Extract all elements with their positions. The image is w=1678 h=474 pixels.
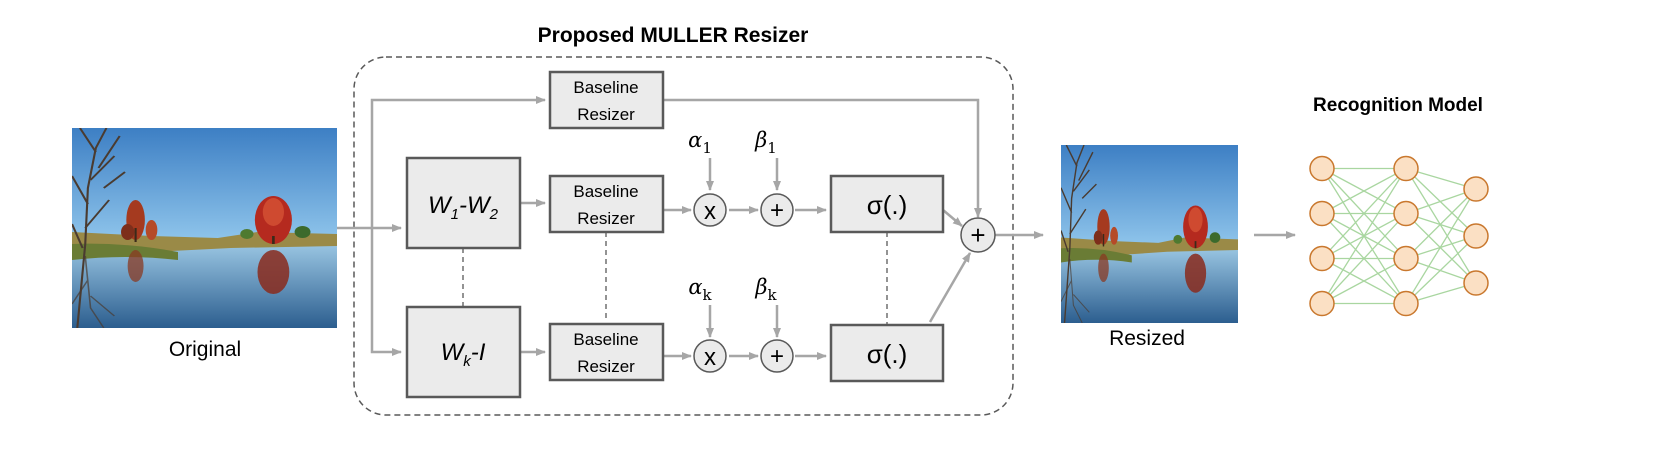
baseline-resizer-mid-line2: Resizer [577, 209, 635, 228]
multiply-top-symbol: x [704, 198, 716, 225]
connections [337, 96, 1296, 360]
beta-k-symbol: β [754, 275, 767, 299]
sum-symbol: + [970, 220, 985, 250]
filter-wk-i-sub: k [463, 353, 472, 370]
add-node-bot: + [760, 339, 794, 373]
alpha-k-symbol: α [688, 275, 702, 299]
alpha-k-label: αk [688, 275, 712, 304]
alpha-1-label: α1 [688, 128, 712, 157]
baseline-resizer-bot: Baseline Resizer [548, 322, 665, 382]
sigma-bot-label: σ(.) [867, 339, 908, 369]
network-node [1309, 245, 1335, 272]
sigma-top-label: σ(.) [867, 190, 908, 220]
network-node [1309, 200, 1335, 227]
resized-image [1061, 145, 1238, 323]
repetition-links [462, 232, 888, 325]
add-bot-symbol: + [770, 343, 784, 370]
filter-wk-i-dash: -I [471, 339, 486, 366]
beta-1-label: β1 [754, 128, 777, 157]
sigma-box-bot: σ(.) [829, 323, 945, 383]
sum-node: + [960, 217, 996, 253]
network-node [1393, 200, 1419, 227]
network-edge [1321, 213, 1407, 304]
network-edge [1405, 213, 1477, 284]
network-node [1309, 155, 1335, 182]
alpha-1-sub: 1 [702, 139, 712, 157]
network-edge [1321, 168, 1407, 304]
network-edge [1405, 168, 1477, 284]
network-node [1393, 155, 1419, 182]
multiply-bot-symbol: x [704, 344, 716, 371]
resized-label: Resized [1109, 327, 1185, 350]
baseline-resizer-top-line1: Baseline [573, 78, 638, 97]
recognition-model-title: Recognition Model [1313, 95, 1483, 116]
network-edge [1405, 188, 1477, 304]
filter-w1-w2-sub1: 1 [451, 206, 459, 223]
network-edge [1321, 257, 1407, 305]
filter-w1-w2-dash: -W [459, 192, 492, 219]
beta-k-sub: k [768, 286, 778, 304]
multiply-node-top: x [693, 193, 727, 227]
baseline-resizer-bot-line2: Resizer [577, 357, 635, 376]
sigma-box-top: σ(.) [829, 174, 945, 234]
network-node [1463, 223, 1489, 249]
original-label: Original [169, 338, 241, 361]
add-node-top: + [760, 193, 794, 227]
baseline-resizer-mid-line1: Baseline [573, 182, 638, 201]
network-edge [1405, 188, 1477, 259]
baseline-resizer-top: Baseline Resizer [548, 70, 665, 130]
multiply-node-bot: x [693, 339, 727, 373]
network-edge [1321, 167, 1407, 215]
filter-wk-i: Wk-I [405, 305, 522, 399]
filter-w1-w2-w: W [428, 192, 453, 219]
add-top-symbol: + [770, 197, 784, 224]
svg-text:Wk-I: Wk-I [441, 339, 486, 370]
beta-k-label: βk [754, 275, 777, 304]
network-node [1393, 245, 1419, 272]
filter-w1-w2: W1-W2 [405, 156, 522, 250]
network-edge [1405, 168, 1477, 237]
filter-w1-w2-sub2: 2 [489, 206, 499, 223]
network-edge [1321, 168, 1407, 259]
diagram-title: Proposed MULLER Resizer [538, 24, 809, 47]
alpha-k-sub: k [703, 286, 713, 304]
recognition-model-network [1309, 155, 1489, 317]
beta-1-sub: 1 [767, 139, 777, 157]
original-image [72, 128, 337, 328]
network-node [1393, 290, 1419, 317]
svg-text:W1-W2: W1-W2 [428, 192, 499, 223]
baseline-resizer-bot-line1: Baseline [573, 330, 638, 349]
network-node [1309, 290, 1335, 317]
network-node [1463, 176, 1489, 202]
baseline-resizer-mid: Baseline Resizer [548, 174, 665, 234]
network-node [1463, 270, 1489, 296]
beta-1-symbol: β [754, 128, 767, 152]
alpha-1-symbol: α [688, 128, 702, 152]
baseline-resizer-top-line2: Resizer [577, 105, 635, 124]
filter-wk-i-w: W [441, 339, 466, 366]
network-edge [1405, 235, 1477, 304]
